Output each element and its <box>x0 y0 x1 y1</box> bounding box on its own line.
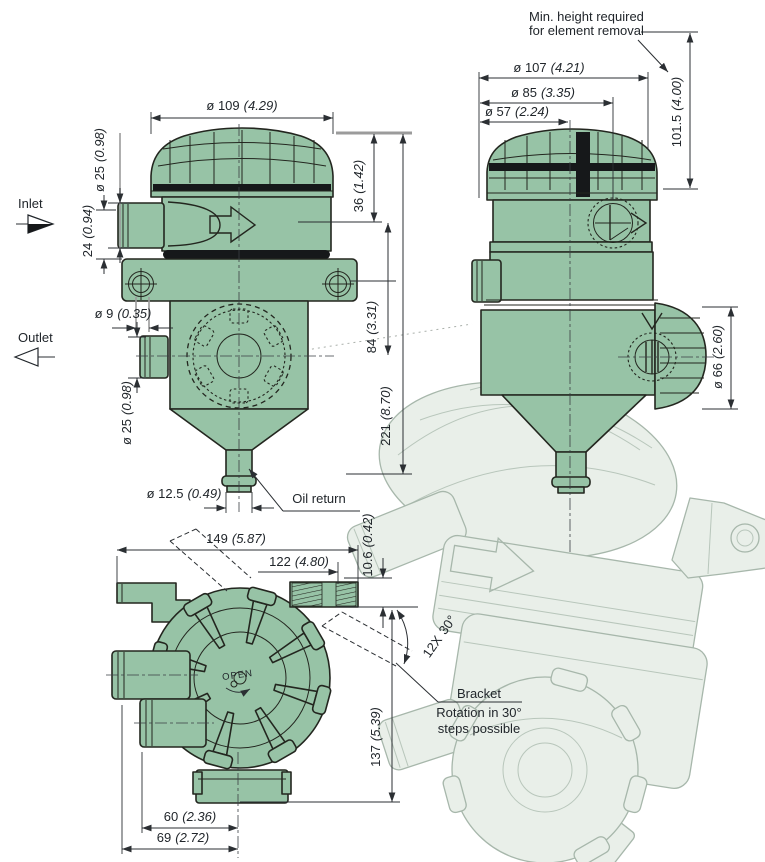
oil-return-leader <box>248 468 284 512</box>
bracket-note-line3: steps possible <box>438 721 520 736</box>
side-view-cap-seal-band <box>153 184 331 191</box>
bracket-rotated-outline-right <box>321 611 413 667</box>
bracket-note-line1: Bracket <box>457 686 501 701</box>
front-view-cap-slot <box>576 132 590 197</box>
dim-cover-diameter: ø 107(4.21) <box>513 60 584 75</box>
outlet-arrow <box>13 347 55 367</box>
side-view-flow-arrow <box>209 205 257 244</box>
dim-port-spacing: 84(3.31) <box>364 301 379 353</box>
side-view-outlet-port <box>139 335 169 379</box>
dim-outlet-diameter: ø 25(0.98) <box>119 381 134 445</box>
dimension-lines <box>13 31 738 854</box>
ghost-bottom-mount <box>451 676 639 862</box>
side-view-inlet-port <box>117 202 165 249</box>
front-view-lower-body <box>480 309 656 396</box>
bottom-view <box>106 581 359 858</box>
front-view-clamp-ring <box>489 241 653 253</box>
front-view-window-arrow <box>630 212 648 234</box>
outlet-label: Outlet <box>18 330 53 345</box>
side-view <box>117 124 358 512</box>
dim-inlet-offset: 24(0.94) <box>80 205 95 257</box>
front-view-left-stub-port <box>471 259 502 303</box>
bracket-note-line2: Rotation in 30° <box>436 705 521 720</box>
dim-mount-hole-diameter: ø 9(0.35) <box>95 306 152 321</box>
ghost-bracket-hole <box>730 523 760 553</box>
dim-oil-return-diameter: ø 12.5(0.49) <box>147 486 222 501</box>
side-view-neck <box>161 196 332 252</box>
min-height-note-line2: for element removal <box>529 23 644 38</box>
dim-overall-height: 221(8.70) <box>378 386 393 446</box>
front-view-fan-port <box>618 302 714 410</box>
ghost-bracket-arm <box>671 497 765 579</box>
side-view-oring <box>163 250 330 259</box>
bottom-view-bracket-flange <box>289 581 359 608</box>
open-label: OPEN <box>222 668 254 683</box>
min-height-leader <box>637 39 669 73</box>
ghost-inlet-port <box>346 490 467 578</box>
front-view-fan-arrow <box>641 312 663 331</box>
bottom-view-bottom-port <box>192 769 292 804</box>
side-view-bolt-hole-right <box>322 268 354 300</box>
side-view-flange <box>121 258 358 302</box>
dim-port-offset-outer: 69(2.72) <box>157 830 209 845</box>
side-view-bolt-hole-left <box>125 268 157 300</box>
dim-removal-height: 101.5(4.00) <box>669 77 684 148</box>
side-view-inlet-bore <box>167 201 221 247</box>
dim-inlet-diameter: ø 25(0.98) <box>92 128 107 192</box>
front-view-oil-return-nipple <box>555 451 587 479</box>
front-view <box>471 120 714 555</box>
dim-port-offset-inner: 60(2.36) <box>164 809 216 824</box>
front-view-cap-seal-band <box>489 163 655 171</box>
inlet-arrow <box>16 214 55 234</box>
dim-depth: 137(5.39) <box>368 707 383 767</box>
inlet-label: Inlet <box>18 196 43 211</box>
dim-arc-bracket-rotation <box>396 609 411 665</box>
projection-line <box>305 323 473 351</box>
ghost-mount-tabs <box>442 667 648 862</box>
min-height-note-line1: Min. height required <box>529 9 644 24</box>
bracket-note-leader <box>395 662 439 703</box>
dim-body-diameter: ø 85(3.35) <box>511 85 575 100</box>
dim-overall-width: 149(5.87) <box>206 531 266 546</box>
dim-cap-diameter: ø 109(4.29) <box>206 98 277 113</box>
oil-return-label: Oil return <box>292 491 345 506</box>
ghost-flow-arrow <box>449 536 535 593</box>
dim-side-port-diameter: ø 66(2.60) <box>710 325 725 389</box>
bracket-rotated-outline-left <box>169 528 252 592</box>
front-view-neck <box>492 199 651 243</box>
front-view-mid-body <box>489 251 654 301</box>
dim-boss-diameter: ø 57(2.24) <box>485 104 549 119</box>
dim-bracket-width: 122(4.80) <box>269 554 329 569</box>
open-direction-indicator <box>225 680 251 697</box>
dim-cap-height: 36(1.42) <box>351 160 366 212</box>
dim-bracket-thickness: 10.6(0.42) <box>360 513 375 576</box>
